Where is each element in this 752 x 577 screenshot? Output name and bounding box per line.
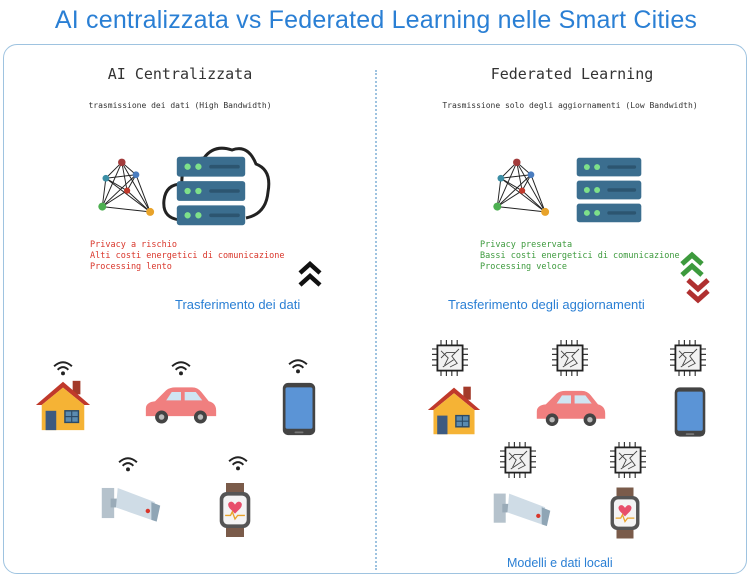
network-graph-icon (95, 157, 161, 219)
local-model-chip-icon (500, 442, 536, 478)
local-model-chip-icon (610, 442, 646, 478)
note-privacy-preserved: Privacy preservata (480, 240, 573, 250)
car-icon (144, 384, 218, 426)
network-graph-icon (490, 157, 556, 219)
note-low-energy: Bassi costi energetici di comunicazione (480, 251, 680, 261)
car-icon (535, 388, 607, 428)
note-fast-processing: Processing veloce (480, 262, 567, 272)
diagram-frame (3, 44, 747, 574)
centralized-drawbacks: Privacy a rischio Alti costi energetici … (90, 240, 284, 273)
centralized-heading: AI Centralizzata (107, 65, 253, 83)
column-divider (375, 70, 377, 570)
note-slow-processing: Processing lento (90, 262, 172, 272)
house-icon (34, 376, 92, 434)
local-model-chip-icon (552, 340, 588, 376)
wifi-icon (117, 456, 139, 472)
wifi-icon (52, 360, 74, 376)
note-high-energy: Alti costi energetici di comunicazione (90, 251, 285, 261)
aggregation-server-icon (575, 152, 643, 228)
federated-subtitle: Trasmissione solo degli aggiornamenti (L… (442, 101, 698, 110)
federated-heading: Federated Learning (490, 65, 654, 83)
wifi-icon (227, 455, 249, 471)
updates-transfer-label: Trasferimento degli aggiornamenti (448, 297, 645, 312)
federated-benefits: Privacy preservata Bassi costi energetic… (480, 240, 680, 273)
house-icon (426, 382, 482, 438)
wifi-icon (170, 360, 192, 376)
central-server-icon (175, 150, 247, 232)
diagram-title: AI centralizzata vs Federated Learning n… (54, 6, 698, 34)
smartwatch-icon (217, 482, 253, 538)
bidirectional-chevrons-icon (680, 251, 710, 304)
security-camera-icon (100, 482, 162, 532)
note-privacy-risk: Privacy a rischio (90, 240, 177, 250)
smartphone-icon (673, 384, 707, 440)
centralized-subtitle: trasmissione dei dati (High Bandwidth) (88, 101, 272, 110)
local-models-caption: Modelli e dati locali (507, 556, 613, 570)
local-model-chip-icon (670, 340, 706, 376)
smartwatch-icon (608, 486, 642, 540)
smartphone-icon (281, 380, 317, 438)
wifi-icon (287, 358, 309, 374)
data-transfer-label: Trasferimento dei dati (175, 297, 301, 312)
security-camera-icon (492, 488, 552, 536)
local-model-chip-icon (432, 340, 468, 376)
upload-chevrons-icon (298, 261, 322, 287)
